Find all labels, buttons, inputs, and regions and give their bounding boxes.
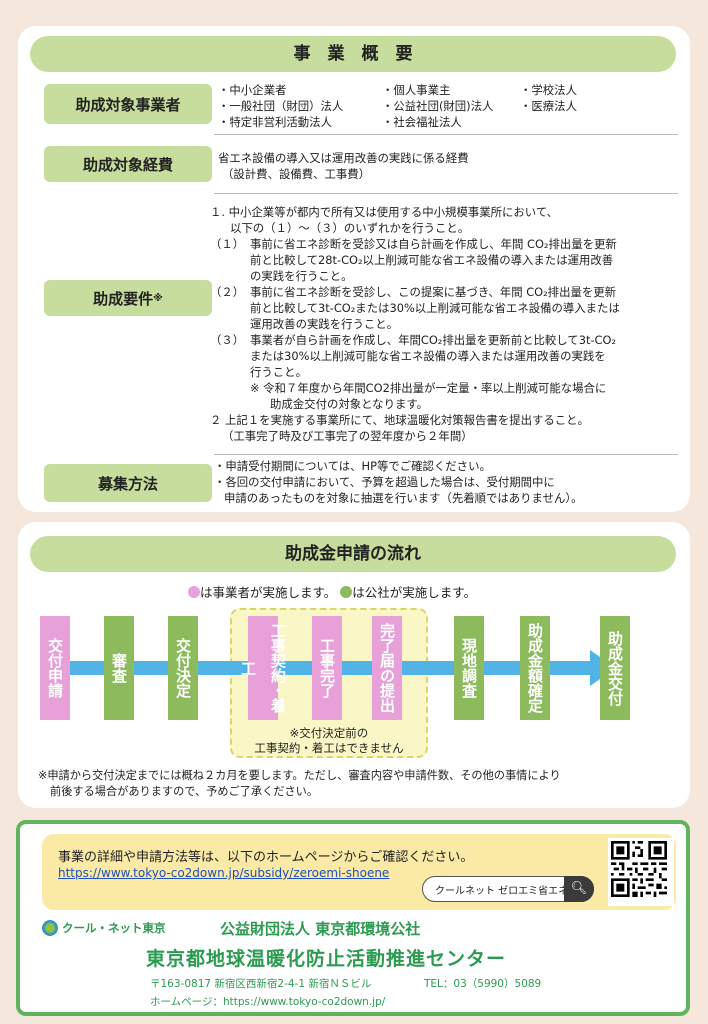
label-eligible-businesses: 助成対象事業者 [44, 84, 212, 124]
step-contract: 工事契約・着工 [239, 616, 287, 720]
label-eligible-expenses: 助成対象経費 [44, 146, 212, 182]
step-payment: 助成金交付 [600, 616, 630, 720]
flow-card: 助成金申請の流れ は事業者が実施します。 は公社が実施します。 交付申請 審査 … [18, 522, 690, 808]
requirements-text: １. 中小企業等が都内で所有又は使用する中小規模事業所において、 以下の（１）～… [210, 205, 620, 443]
step-application: 交付申請 [40, 616, 70, 720]
outline-card: 事 業 概 要 助成対象事業者 ・中小企業者 ・一般社団（財団）法人 ・特定非営… [18, 26, 690, 512]
subsidy-link[interactable]: https://www.tokyo-co2down.jp/subsidy/zer… [58, 866, 390, 880]
label-recruitment: 募集方法 [44, 464, 212, 502]
step-amount: 助成金額確定 [520, 616, 550, 720]
org-name: 公益財団法人 東京都環境公社 [220, 920, 421, 938]
flow-legend: は事業者が実施します。 は公社が実施します。 [188, 582, 476, 601]
qr-code [608, 838, 674, 906]
contact-card: 事業の詳細や申請方法等は、以下のホームページからご確認ください。 https:/… [16, 820, 690, 1016]
pre-decision-note: ※交付決定前の 工事契約・着工はできません [254, 726, 404, 755]
divider [214, 193, 678, 194]
pink-dot-icon [188, 586, 200, 598]
divider [214, 134, 678, 135]
flow-title: 助成金申請の流れ [30, 536, 676, 572]
eligible-list-col1: ・中小企業者 ・一般社団（財団）法人 ・特定非営利活動法人 [218, 83, 344, 129]
center-name: 東京都地球温暖化防止活動推進センター [146, 948, 507, 970]
telephone: TEL：03（5990）5089 [424, 978, 542, 990]
step-report: 完了届の提出 [372, 616, 402, 720]
step-completion: 工事完了 [312, 616, 342, 720]
search-icon[interactable]: 🔍︎ [564, 876, 594, 902]
flow-note: ※申請から交付決定までには概ね２カ月を要します。ただし、審査内容や申請件数、その… [38, 769, 561, 798]
logo-text: クール・ネット東京 [62, 921, 166, 935]
search-input[interactable]: クールネット ゼロエミ省エネ [435, 886, 569, 897]
cool-net-logo-icon [42, 920, 58, 936]
homepage: ホームページ：https://www.tokyo-co2down.jp/ [150, 996, 386, 1008]
recruitment-text: ・申請受付期間については、HP等でご確認ください。 ・各回の交付申請において、予… [214, 459, 583, 505]
outline-title: 事 業 概 要 [30, 36, 676, 72]
search-box[interactable]: クールネット ゼロエミ省エネ 🔍︎ [422, 876, 594, 902]
step-inspection: 現地調査 [454, 616, 484, 720]
label-requirements: 助成要件※ [44, 280, 212, 316]
eligible-list-col2: ・個人事業主 ・公益社団(財団)法人 ・社会福祉法人 [382, 83, 494, 129]
address: 〒163-0817 新宿区西新宿2-4-1 新宿ＮＳビル [150, 978, 372, 990]
eligible-list-col3: ・学校法人 ・医療法人 [520, 83, 577, 113]
qr-code-icon [611, 841, 667, 897]
step-review: 審査 [104, 616, 134, 720]
divider [214, 454, 678, 455]
expenses-text: 省エネ設備の導入又は運用改善の実践に係る経費 （設計費、設備費、工事費） [218, 151, 469, 181]
info-box: 事業の詳細や申請方法等は、以下のホームページからご確認ください。 https:/… [42, 834, 676, 910]
info-text: 事業の詳細や申請方法等は、以下のホームページからご確認ください。 [58, 850, 474, 865]
step-decision: 交付決定 [168, 616, 198, 720]
green-dot-icon [340, 586, 353, 598]
